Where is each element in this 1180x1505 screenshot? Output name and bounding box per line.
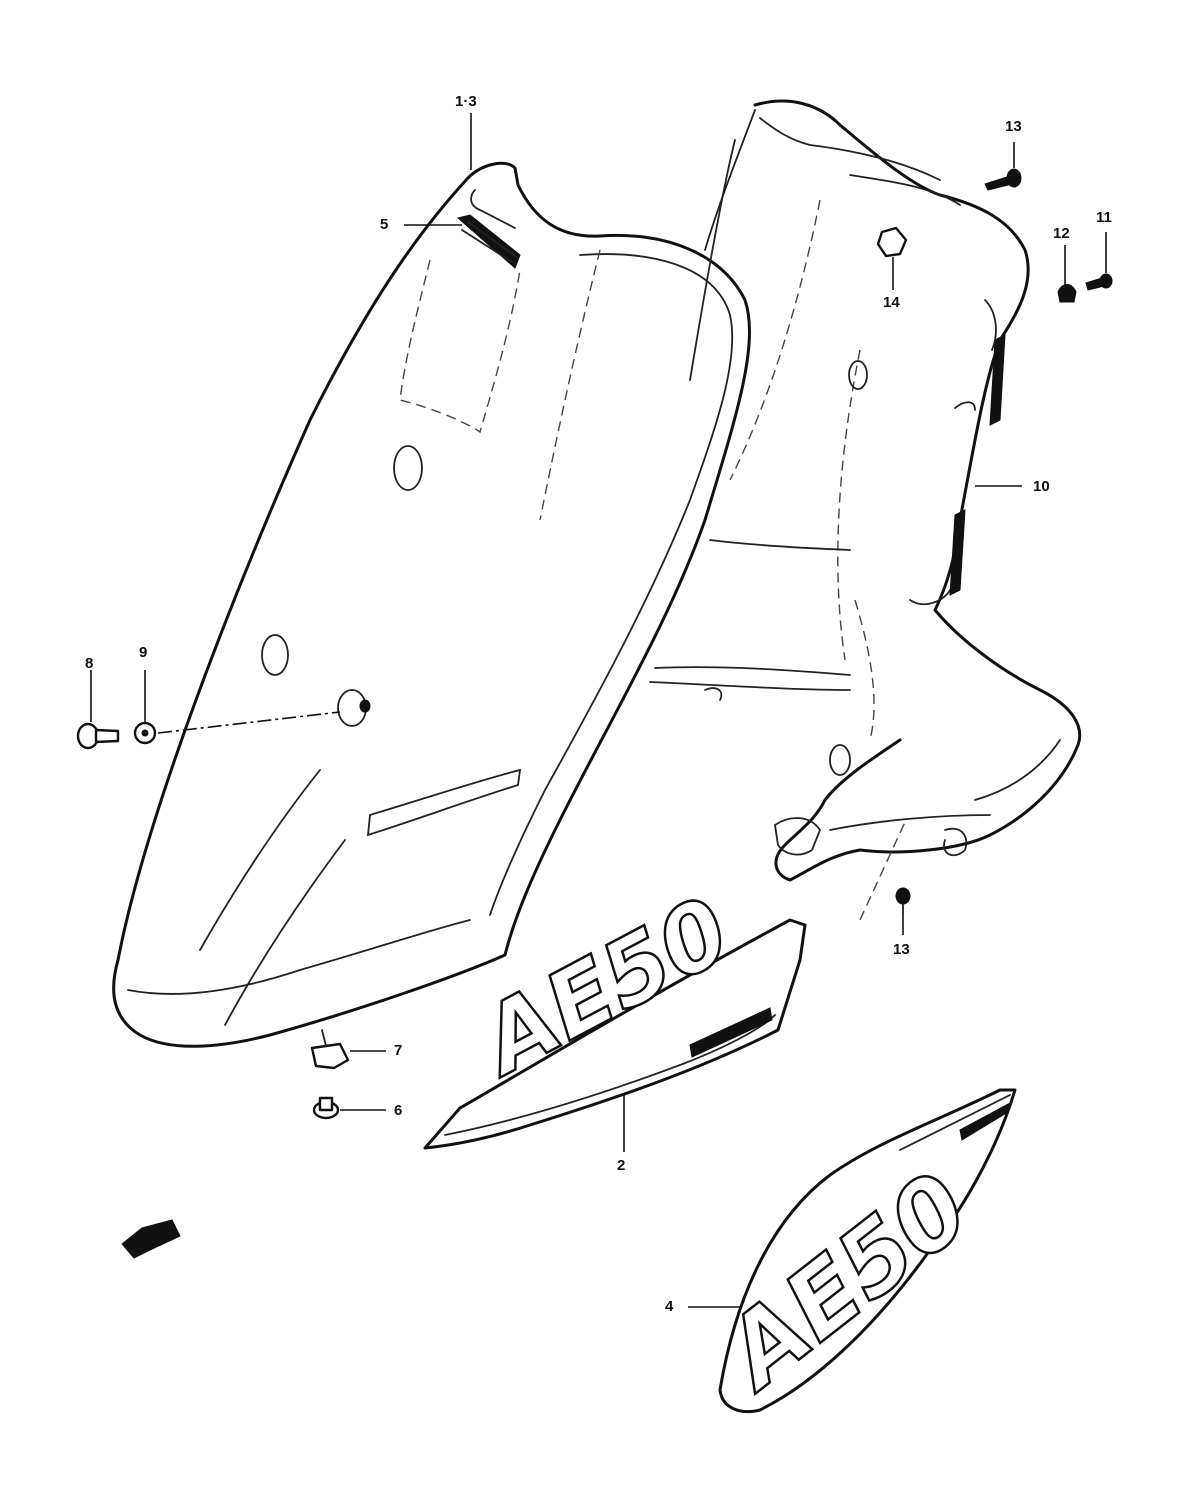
label-part-6: 6 <box>394 1102 403 1119</box>
clip-nut-7 <box>310 1029 350 1070</box>
bolt-6 <box>312 1096 340 1120</box>
screw-11 <box>1085 273 1113 291</box>
label-part-9: 9 <box>139 644 148 661</box>
decal-front-2: AE50 <box>423 876 807 1150</box>
label-part-13-top: 13 <box>1005 118 1022 135</box>
label-part-13-bottom: 13 <box>893 941 910 958</box>
washer-12 <box>1057 284 1077 303</box>
label-part-1-3: 1·3 <box>455 93 477 110</box>
label-part-5: 5 <box>380 216 389 233</box>
label-part-10: 10 <box>1033 478 1050 495</box>
bolt-13-top <box>984 168 1022 191</box>
rear-leg-shield <box>649 99 1082 921</box>
label-part-14: 14 <box>883 294 900 311</box>
label-part-2: 2 <box>617 1157 626 1174</box>
label-part-11: 11 <box>1096 209 1112 226</box>
leader-lines <box>90 113 1107 1308</box>
front-direction-arrow-icon <box>121 1219 181 1259</box>
decal-side-4: AE50 <box>698 1088 1017 1414</box>
label-part-4: 4 <box>665 1298 674 1315</box>
nut-14 <box>876 226 908 258</box>
label-part-7: 7 <box>394 1042 403 1059</box>
label-part-8: 8 <box>85 655 94 672</box>
screw-8 <box>76 722 120 750</box>
bolt-13-bottom <box>895 887 911 913</box>
decal-side-text: AE50 <box>700 1152 990 1413</box>
grommet-9 <box>133 721 157 745</box>
label-part-12: 12 <box>1053 225 1070 242</box>
